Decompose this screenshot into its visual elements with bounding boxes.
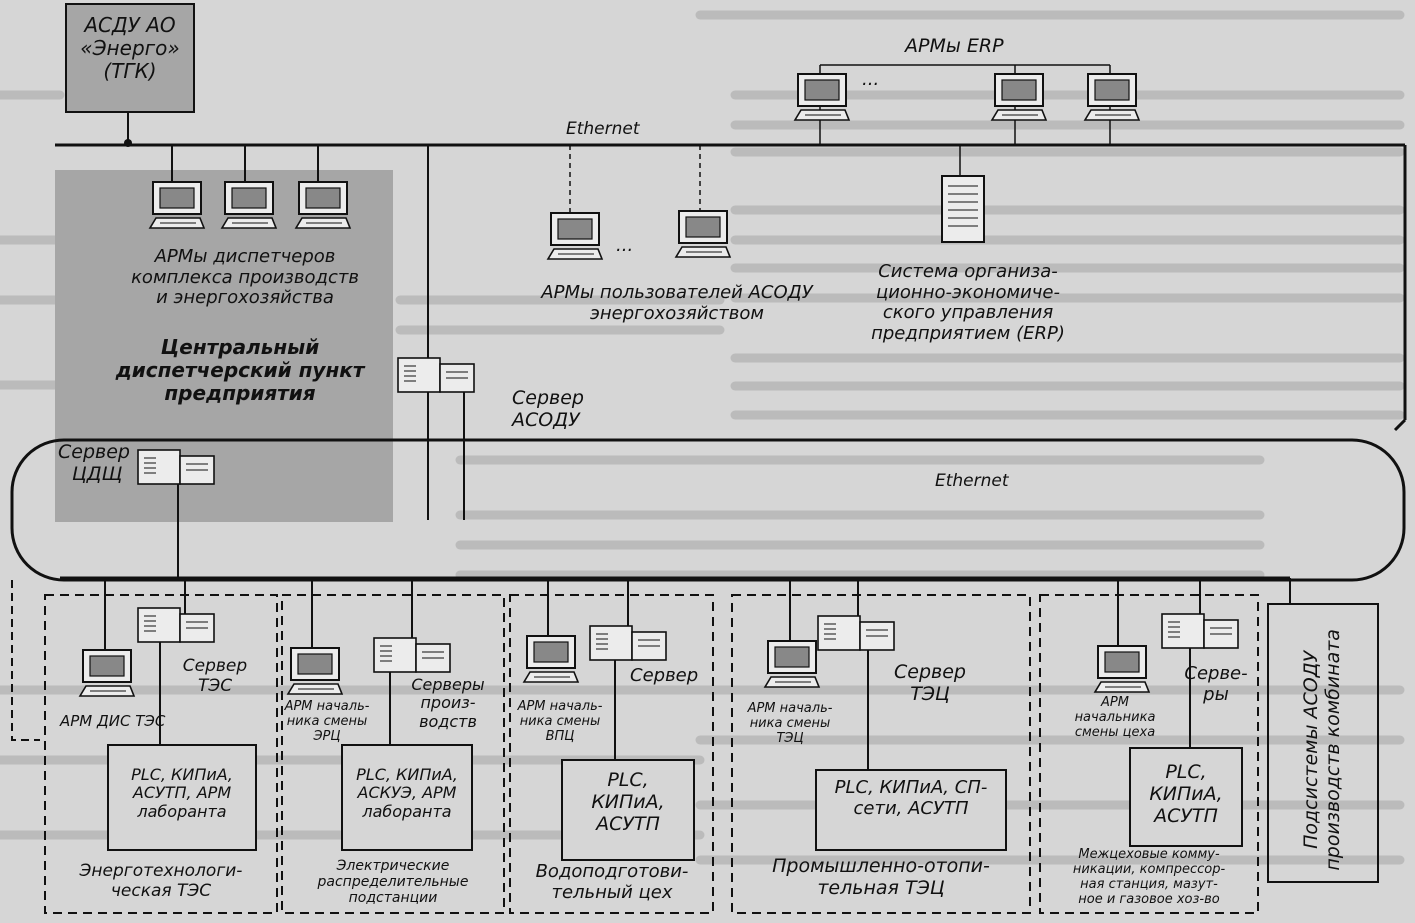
asdu-energo-box xyxy=(65,3,195,113)
plant-vpc-name: Водоподготови-тельный цех xyxy=(535,861,689,903)
arm-erc-icon xyxy=(287,647,343,695)
arm-erp-label: АРМы ERP xyxy=(905,35,1004,57)
subsystems-box xyxy=(1267,603,1379,883)
ethernet-label-top: Ethernet xyxy=(566,119,640,139)
arm-shop-chief-icon xyxy=(1094,645,1150,693)
servers-shop-icon xyxy=(1161,613,1239,649)
plc-shop-label: PLC,КИПиА,АСУТП xyxy=(1149,761,1223,827)
plc-tec-label: PLC, КИПиА, СП-сети, АСУТП xyxy=(834,777,988,819)
plant-tes-name: Энерготехнологи-ческая ТЭС xyxy=(79,861,243,901)
server-asodu-icon xyxy=(397,357,475,393)
plc-vpc-label: PLC,КИПиА,АСУТП xyxy=(591,769,665,835)
arm-dis-tes-icon xyxy=(79,649,135,697)
ethernet-ring xyxy=(10,438,1406,582)
server-vpc-label: Сервер xyxy=(630,665,699,686)
erp-ellipsis: ... xyxy=(862,69,880,90)
server-tes-icon xyxy=(137,607,215,643)
asdu-energo-label: АСДУ АО«Энерго»(ТГК) xyxy=(80,13,180,83)
erp-system-label: Система организа-ционно-экономиче-ского … xyxy=(871,261,1065,345)
dispatcher-workstation-icon xyxy=(149,181,205,229)
ethernet-label-ring: Ethernet xyxy=(935,471,1009,491)
server-tec-icon xyxy=(817,615,895,651)
erp-workstation-icon xyxy=(991,73,1047,121)
erp-workstation-icon xyxy=(1084,73,1140,121)
dispatcher-workstation-icon xyxy=(295,181,351,229)
user-workstation-icon xyxy=(547,212,603,260)
arm-tec-icon xyxy=(764,640,820,688)
servers-shop-label: Серве-ры xyxy=(1184,663,1248,705)
arm-vpc-icon xyxy=(523,635,579,683)
erp-workstation-icon xyxy=(794,73,850,121)
plant-shop-name: Межцеховые комму-никации, компрессор-ная… xyxy=(1072,847,1226,907)
erp-tower-server-icon xyxy=(941,175,985,243)
servers-production-icon xyxy=(373,637,451,673)
dispatcher-workstation-icon xyxy=(221,181,277,229)
users-ellipsis: ... xyxy=(616,235,634,256)
user-workstation-icon xyxy=(675,210,731,258)
plant-tec-name: Промышленно-отопи-тельная ТЭЦ xyxy=(772,855,990,899)
arm-dis-tes-label: АРМ ДИС ТЭС xyxy=(60,712,166,730)
server-vpc-icon xyxy=(589,625,667,661)
